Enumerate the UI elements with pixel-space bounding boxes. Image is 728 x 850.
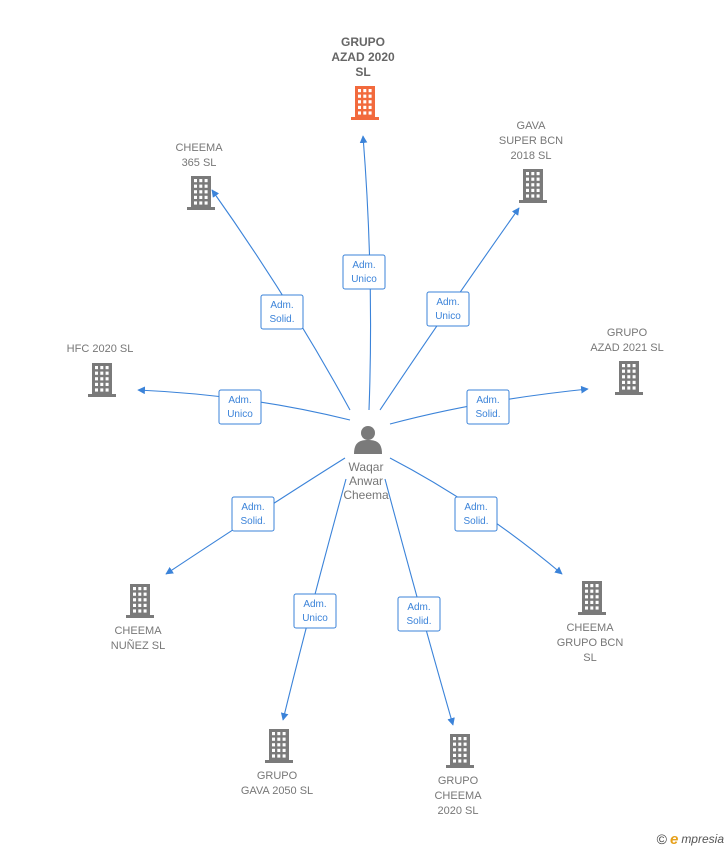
- edge-label-grupo-azad-2020[interactable]: Adm. Unico: [342, 254, 386, 290]
- node-label-line: CHEEMA: [566, 622, 614, 634]
- node-label-line: CHEEMA: [175, 142, 223, 154]
- edge-label-cheema-365[interactable]: Adm. Solid.: [260, 294, 304, 330]
- node-label-line: GAVA: [517, 120, 547, 132]
- node-label-gava-super-bcn[interactable]: GAVA SUPER BCN 2018 SL: [499, 120, 563, 162]
- node-label-line: GRUPO BCN: [557, 637, 624, 649]
- node-label-line: SL: [355, 65, 370, 79]
- node-label-line: SUPER BCN: [499, 135, 563, 147]
- edge-label-grupo-cheema-2020[interactable]: Adm. Solid.: [397, 596, 441, 632]
- person-name-line: Waqar: [349, 460, 384, 474]
- person-icon[interactable]: [354, 426, 382, 454]
- node-label-line: GAVA 2050 SL: [241, 785, 313, 797]
- node-label-line: CHEEMA: [434, 790, 482, 802]
- edge-label-cheema-grupo-bcn[interactable]: Adm. Solid.: [454, 496, 498, 532]
- edge-label-line: Adm.: [436, 297, 459, 308]
- node-label-line: AZAD 2021 SL: [590, 342, 663, 354]
- node-label-cheema-nunez[interactable]: CHEEMA NUÑEZ SL: [111, 625, 165, 652]
- edge-label-line: Adm.: [303, 599, 326, 610]
- node-label-grupo-cheema-2020[interactable]: GRUPO CHEEMA 2020 SL: [434, 775, 482, 817]
- node-label-cheema-grupo-bcn[interactable]: CHEEMA GRUPO BCN SL: [557, 622, 624, 664]
- node-label-line: GRUPO: [341, 35, 385, 49]
- node-label-line: 365 SL: [182, 157, 217, 169]
- brand-logo-initial: e: [669, 830, 679, 848]
- node-label-line: 2018 SL: [511, 150, 552, 162]
- node-label-line: CHEEMA: [114, 625, 162, 637]
- edge-label-line: Adm.: [464, 502, 487, 513]
- edge-label-line: Adm.: [241, 502, 264, 513]
- node-label-line: SL: [583, 652, 596, 664]
- node-label-hfc-2020[interactable]: HFC 2020 SL: [67, 343, 134, 355]
- edge-label-gava-super-bcn[interactable]: Adm. Unico: [426, 291, 470, 327]
- edge-label-cheema-nunez[interactable]: Adm. Solid.: [231, 496, 275, 532]
- node-label-line: HFC 2020 SL: [67, 343, 134, 355]
- building-icon-gava-super-bcn[interactable]: [519, 169, 547, 203]
- node-label-line: 2020 SL: [438, 805, 479, 817]
- person-name-line: Cheema: [343, 488, 389, 502]
- node-label-line: AZAD 2020: [331, 50, 395, 64]
- edge-label-line: Adm.: [476, 395, 499, 406]
- edge-label-grupo-gava-2050[interactable]: Adm. Unico: [293, 593, 337, 629]
- node-label-grupo-gava-2050[interactable]: GRUPO GAVA 2050 SL: [241, 770, 313, 797]
- node-label-line: GRUPO: [257, 770, 298, 782]
- building-icon-cheema-365[interactable]: [187, 176, 215, 210]
- person-name-line: Anwar: [349, 474, 383, 488]
- node-label-line: GRUPO: [607, 327, 648, 339]
- building-icon-grupo-cheema-2020[interactable]: [446, 734, 474, 768]
- edge-label-line: Unico: [351, 274, 377, 285]
- edges-layer: Adm.UnicoAdm.Solid.Adm.UnicoAdm.UnicoAdm…: [137, 135, 589, 726]
- brand-name: mpresia: [681, 832, 724, 846]
- edge-label-line: Unico: [435, 311, 461, 322]
- edge-label-line: Solid.: [475, 409, 500, 420]
- edge-label-line: Adm.: [228, 395, 251, 406]
- node-label-line: GRUPO: [438, 775, 479, 787]
- edge-label-line: Solid.: [406, 616, 431, 627]
- edge-label-line: Adm.: [270, 300, 293, 311]
- copyright-icon: ©: [656, 831, 667, 847]
- node-label-grupo-azad-2021[interactable]: GRUPO AZAD 2021 SL: [590, 327, 663, 354]
- edge-label-line: Unico: [302, 613, 328, 624]
- edge-label-line: Solid.: [240, 516, 265, 527]
- edge-label-line: Adm.: [407, 602, 430, 613]
- building-icon-grupo-azad-2021[interactable]: [615, 361, 643, 395]
- node-label-line: NUÑEZ SL: [111, 639, 165, 652]
- building-icon-grupo-gava-2050[interactable]: [265, 729, 293, 763]
- building-icon-cheema-grupo-bcn[interactable]: [578, 581, 606, 615]
- edge-label-line: Adm.: [352, 260, 375, 271]
- building-icon-grupo-azad-2020[interactable]: [351, 86, 379, 120]
- building-icon-cheema-nunez[interactable]: [126, 584, 154, 618]
- edge-label-grupo-azad-2021[interactable]: Adm. Solid.: [466, 389, 510, 425]
- building-icon-hfc-2020[interactable]: [88, 363, 116, 397]
- edge-label-line: Solid.: [463, 516, 488, 527]
- edge-label-line: Solid.: [269, 314, 294, 325]
- edge-label-hfc-2020[interactable]: Adm. Unico: [218, 389, 262, 425]
- node-label-cheema-365[interactable]: CHEEMA 365 SL: [175, 142, 223, 169]
- edge-label-line: Unico: [227, 409, 253, 420]
